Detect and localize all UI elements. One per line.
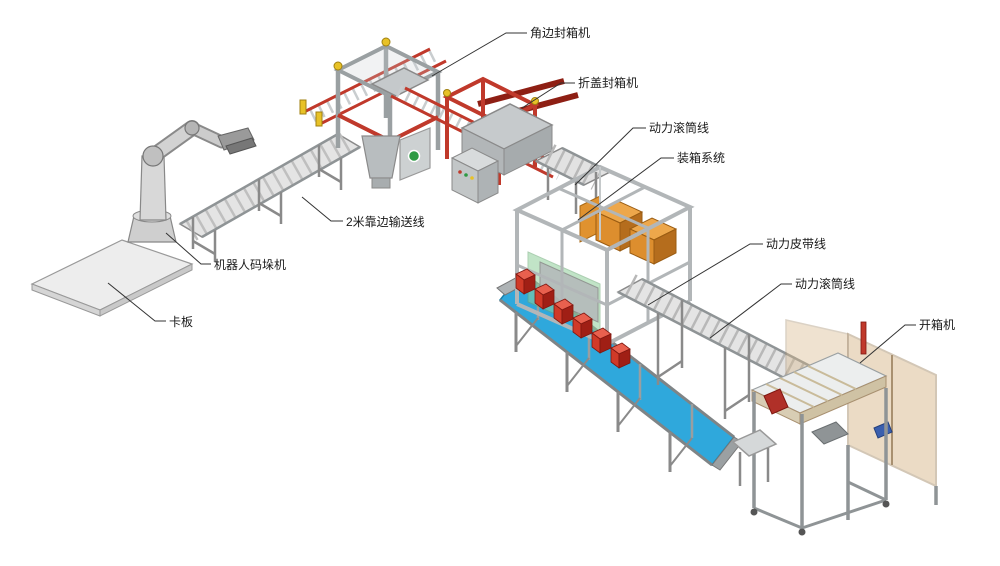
leader-flap-sealer bbox=[521, 82, 575, 109]
carton-box bbox=[572, 312, 593, 339]
inner-machine bbox=[539, 261, 599, 323]
button-red bbox=[458, 170, 462, 174]
red-unit bbox=[763, 388, 789, 415]
conveyor-bed bbox=[178, 133, 362, 238]
leader-power-roller-top bbox=[574, 127, 646, 186]
side-rail-rear bbox=[641, 277, 813, 369]
label-corner-sealer: 角边封箱机 bbox=[530, 25, 590, 40]
caster-wheel bbox=[798, 528, 806, 536]
yellow-post bbox=[315, 111, 323, 127]
leader-pallet bbox=[107, 282, 166, 322]
yellow-cap bbox=[333, 61, 343, 71]
labels: 角边封箱机 折盖封箱机 动力滚筒线 装箱系统 动力皮带线 动力滚筒线 开箱机 2… bbox=[169, 25, 955, 332]
pallet-board bbox=[30, 239, 194, 317]
carton-box bbox=[610, 342, 631, 369]
yellow-cap bbox=[531, 97, 539, 105]
leader-robot-palletizer bbox=[165, 232, 211, 265]
belt-leg-braces bbox=[515, 317, 693, 467]
robot-shoulder-joint bbox=[142, 145, 164, 167]
folding-arm-rear bbox=[477, 78, 565, 107]
orange-carton-stack bbox=[579, 195, 678, 265]
caster-wheel bbox=[882, 500, 890, 508]
label-flap-sealer: 折盖封箱机 bbox=[578, 75, 638, 90]
button-green bbox=[464, 173, 468, 177]
leader-corner-sealer bbox=[431, 32, 527, 77]
button-yellow bbox=[470, 176, 474, 180]
robot-elbow-joint bbox=[184, 120, 200, 136]
blank-sheets bbox=[765, 365, 857, 408]
edge-conveyor-line bbox=[178, 131, 362, 262]
leader-power-belt bbox=[647, 243, 763, 306]
packing-system-cell bbox=[512, 164, 695, 346]
case-erector-machine bbox=[731, 319, 938, 536]
dark-unit bbox=[811, 421, 849, 445]
carton-box bbox=[591, 327, 612, 354]
robot-gripper-plate bbox=[225, 137, 257, 155]
label-power-belt: 动力皮带线 bbox=[766, 237, 826, 251]
label-edge-conveyor: 2米靠边输送线 bbox=[346, 214, 425, 229]
yellow-cap bbox=[381, 37, 391, 47]
caster-wheel bbox=[750, 508, 758, 516]
side-tray bbox=[731, 429, 778, 486]
carton-box bbox=[553, 298, 574, 325]
conveyor-legs bbox=[191, 145, 343, 262]
carton-box bbox=[515, 268, 536, 295]
label-case-erector: 开箱机 bbox=[919, 317, 955, 332]
label-power-roller-right: 动力滚筒线 bbox=[795, 276, 855, 291]
cardboard-stack-right bbox=[799, 375, 887, 425]
label-robot-palletizer: 机器人码垛机 bbox=[214, 257, 286, 272]
leader-case-erector bbox=[859, 324, 916, 364]
leader-power-roller-right bbox=[709, 283, 792, 339]
robot-palletizer-machine bbox=[127, 120, 257, 243]
flap-sealer-machine bbox=[390, 76, 579, 204]
leader-packing-system bbox=[577, 157, 674, 221]
leader-lines bbox=[107, 32, 916, 364]
brand-logo-dot bbox=[407, 149, 421, 163]
leader-edge-conveyor bbox=[301, 196, 343, 222]
robot-gripper bbox=[217, 127, 255, 151]
sealer-head bbox=[370, 67, 430, 97]
carton2-right bbox=[653, 228, 677, 265]
power-roller-line-right bbox=[616, 274, 814, 419]
cabinet-right bbox=[477, 160, 499, 204]
hopper bbox=[361, 135, 401, 179]
side-rail-front bbox=[617, 290, 789, 382]
yellow-post bbox=[299, 99, 307, 115]
carton-box bbox=[534, 283, 555, 310]
label-packing-system: 装箱系统 bbox=[677, 150, 725, 165]
outfeed-rollers bbox=[394, 85, 564, 180]
conveyor-legs bbox=[656, 300, 751, 419]
belt-rail-front bbox=[499, 298, 713, 467]
control-cabinet bbox=[450, 147, 500, 204]
hopper-base bbox=[371, 177, 391, 189]
pallet-side-right bbox=[99, 263, 193, 317]
label-power-roller-top: 动力滚筒线 bbox=[649, 120, 709, 135]
rollers bbox=[624, 274, 806, 384]
infeed-rollers bbox=[309, 48, 439, 122]
erector-base-frame bbox=[753, 480, 887, 530]
tray-top bbox=[731, 429, 778, 457]
label-pallet: 卡板 bbox=[169, 315, 193, 329]
red-handle bbox=[860, 321, 867, 355]
yellow-cap bbox=[443, 89, 451, 97]
